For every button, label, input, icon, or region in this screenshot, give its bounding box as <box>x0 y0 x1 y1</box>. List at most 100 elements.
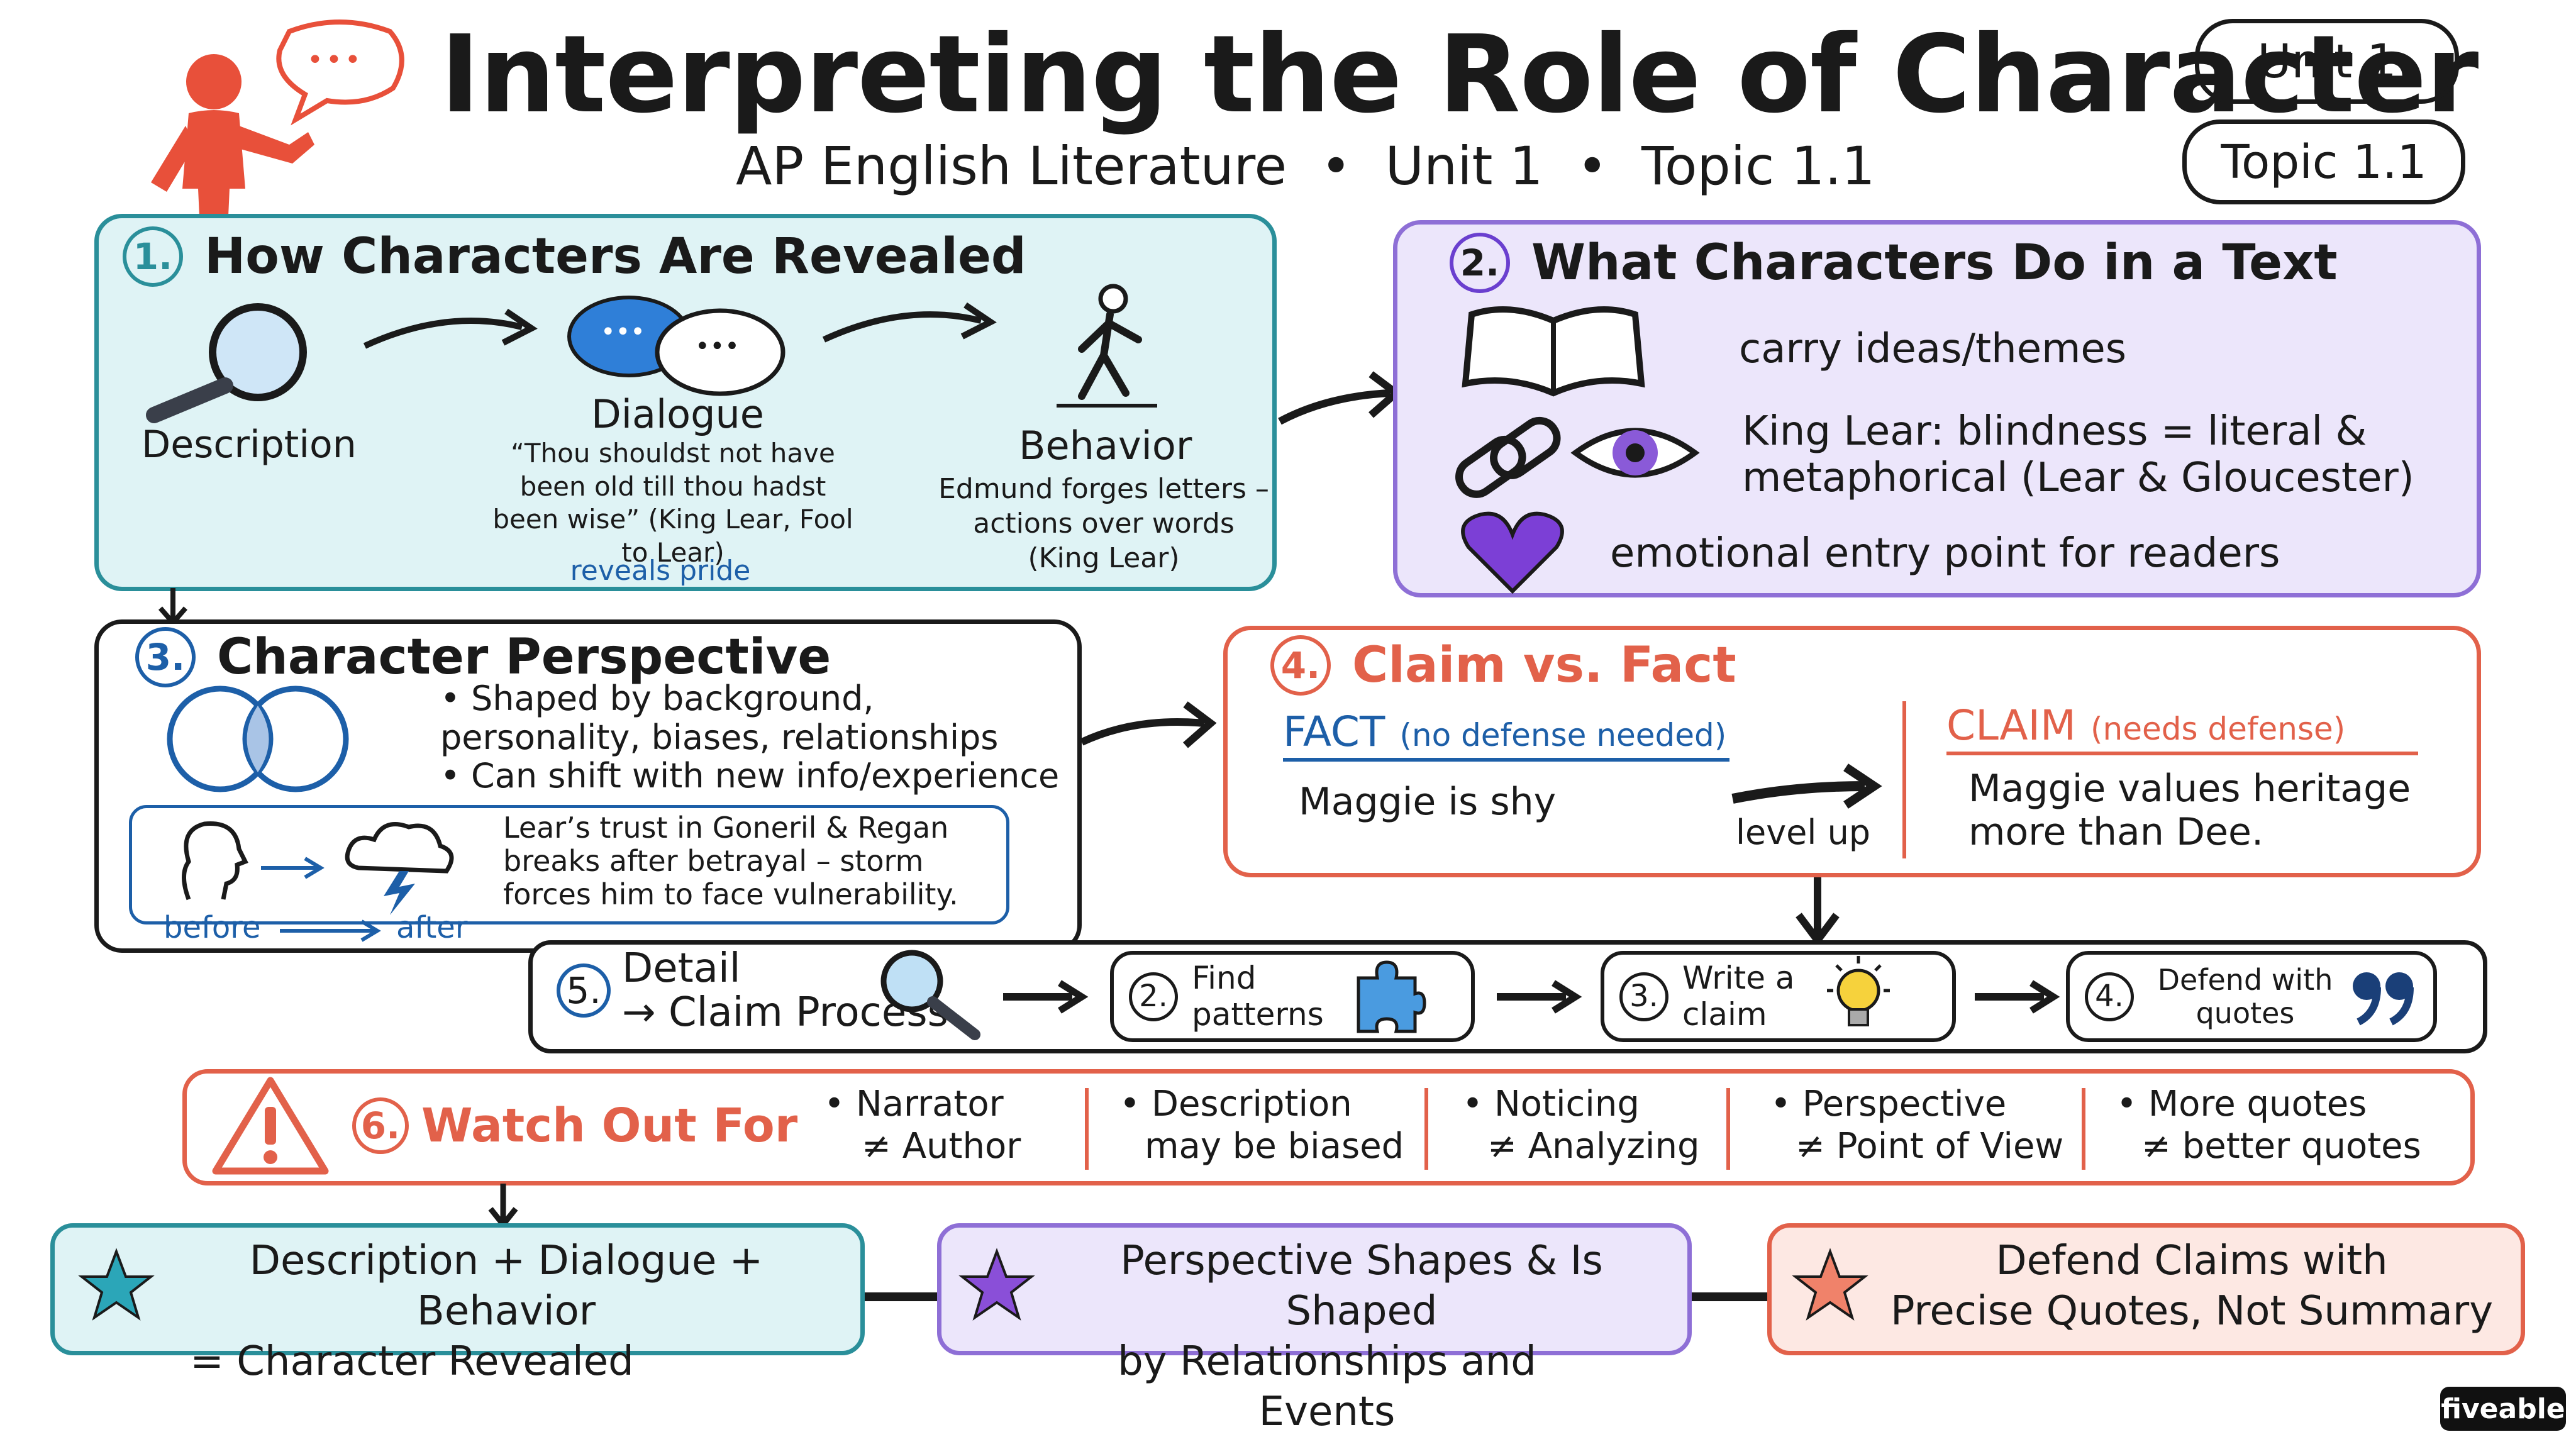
summary-connector <box>862 1292 943 1301</box>
fact-example: Maggie is shy <box>1299 780 1557 824</box>
fact-label: FACT <box>1283 708 1385 756</box>
step-find-patterns: 2. Find patterns <box>1110 951 1475 1042</box>
dialogue-quote: “Thou shouldst not have been old till th… <box>492 438 853 568</box>
claim-heading: CLAIM (needs defense) <box>1946 701 2345 750</box>
dialogue-bubbles-icon <box>567 296 786 396</box>
summary-3-line2: Precise Quotes, Not Summary <box>1890 1288 2494 1335</box>
connector-arrow <box>1278 371 1402 425</box>
eye-icon <box>1570 428 1700 478</box>
step-arrow-icon <box>1975 980 2060 1014</box>
perspective-example-box <box>129 805 1009 924</box>
topic-badge: Topic 1.1 <box>2182 119 2465 204</box>
warning-5-line1: • More quotes <box>2116 1084 2367 1124</box>
puzzle-piece-icon <box>1357 960 1426 1033</box>
summary-box-perspective <box>937 1223 1692 1355</box>
star-icon <box>958 1248 1035 1321</box>
fact-heading: FACT (no defense needed) <box>1283 708 1726 756</box>
dialogue-note: reveals pride <box>570 555 751 587</box>
summary-box-claims <box>1767 1223 2525 1355</box>
warning-triangle-icon <box>212 1077 329 1175</box>
claim-example: Maggie values heritage more than Dee. <box>1968 767 2411 854</box>
warning-1-line2: ≠ Author <box>862 1126 1021 1167</box>
level-up-label: level up <box>1736 813 1871 852</box>
heart-icon <box>1461 511 1564 594</box>
section-2-title: What Characters Do in a Text <box>1531 235 2338 291</box>
unit-badge: Unit 1 <box>2195 19 2459 104</box>
summary-2-line2: by Relationships and Events <box>1118 1338 1536 1435</box>
section-4-header: 4. Claim vs. Fact <box>1270 635 1736 696</box>
step-2-number: 2. <box>1129 972 1178 1021</box>
step-4-number: 4. <box>2085 972 2134 1021</box>
speech-bubble-icon <box>276 19 404 126</box>
warning-3-line1: • Noticing <box>1462 1084 1640 1124</box>
fact-note: (no defense needed) <box>1399 717 1727 753</box>
warning-1-line1: • Narrator <box>824 1084 1004 1124</box>
claim-label: CLAIM <box>1946 701 2076 750</box>
arrow-icon <box>261 857 325 879</box>
magnifier-icon <box>880 950 980 1040</box>
claim-note: (needs defense) <box>2090 711 2346 747</box>
fiveable-logo: fiveable <box>2440 1387 2566 1431</box>
section-6-header: 6. Watch Out For <box>352 1097 797 1154</box>
lightbulb-icon <box>1827 955 1890 1026</box>
section-1-header: 1. How Characters Are Revealed <box>123 226 1026 287</box>
description-label: Description <box>142 423 357 467</box>
step-arrow-icon <box>1497 980 1582 1014</box>
warning-2-line1: • Description <box>1119 1084 1352 1124</box>
step-3-label: Write a claim <box>1682 960 1795 1033</box>
warning-2-line2: may be biased <box>1145 1126 1404 1167</box>
warning-4-line2: ≠ Point of View <box>1796 1126 2064 1167</box>
level-up-arrow <box>1731 763 1882 809</box>
step-arrow-icon <box>1003 980 1089 1014</box>
summary-2-line1: Perspective Shapes & Is Shaped <box>1120 1238 1603 1335</box>
section-4-title: Claim vs. Fact <box>1352 637 1736 694</box>
warning-divider <box>1424 1088 1428 1170</box>
summary-character-text: Description + Dialogue + Behavior = Char… <box>160 1236 852 1387</box>
arrow-icon <box>363 308 538 349</box>
bullet-2-text: Can shift with new info/experience <box>471 756 1060 796</box>
connector-arrow <box>1080 701 1217 748</box>
walking-figure-icon <box>1057 284 1157 408</box>
dialogue-label: Dialogue <box>591 391 764 437</box>
section-3-title: Character Perspective <box>217 629 831 686</box>
section-2-panel <box>1393 220 2481 597</box>
warning-5-line2: ≠ better quotes <box>2141 1126 2421 1167</box>
arrow-icon <box>280 919 381 942</box>
role-ideas-text: carry ideas/themes <box>1739 326 2127 372</box>
speech-bubble-dots: ••• <box>307 44 364 76</box>
warning-divider <box>2082 1088 2085 1170</box>
open-book-icon <box>1462 306 1645 397</box>
step-write-claim: 3. Write a claim <box>1601 951 1956 1042</box>
summary-1-line2: = Character Revealed <box>190 1338 634 1385</box>
chain-link-icon <box>1455 416 1561 498</box>
summary-box-character <box>50 1223 865 1355</box>
section-6-panel <box>182 1069 2475 1185</box>
section-5-number: 5. <box>557 963 611 1018</box>
emotional-entry-text: emotional entry point for readers <box>1610 530 2280 577</box>
section-5-title-line1: Detail <box>622 945 741 992</box>
king-lear-example: King Lear: blindness = literal & metapho… <box>1742 408 2414 501</box>
step-3-number: 3. <box>1619 972 1668 1021</box>
warning-perspective: • Perspective ≠ Point of View <box>1770 1083 2063 1167</box>
star-icon <box>1792 1248 1868 1321</box>
claim-underline <box>1946 752 2418 755</box>
summary-3-line1: Defend Claims with <box>1996 1238 2388 1284</box>
section-1-number: 1. <box>123 226 183 287</box>
summary-perspective-text: Perspective Shapes & Is Shaped by Relati… <box>1044 1236 1679 1437</box>
step-4-label: Defend with quotes <box>2157 962 2333 1030</box>
quote-marks-icon <box>2353 972 2414 1025</box>
perspective-bullet-1: • Shaped by background, personality, bia… <box>440 679 999 758</box>
blue-bubble-dots: ••• <box>601 318 645 347</box>
bullet-1-text: Shaped by background, personality, biase… <box>440 679 999 758</box>
step-2-label: Find patterns <box>1192 960 1324 1033</box>
section-3-header: 3. Character Perspective <box>135 627 831 687</box>
after-label: after <box>396 910 468 945</box>
white-bubble-dots: ••• <box>695 332 740 361</box>
section-2-header: 2. What Characters Do in a Text <box>1450 233 2338 293</box>
perspective-bullet-2: • Can shift with new info/experience <box>440 756 1060 796</box>
storm-cloud-icon <box>345 822 454 915</box>
warning-more-quotes: • More quotes ≠ better quotes <box>2116 1083 2421 1167</box>
warning-narrator: • Narrator ≠ Author <box>824 1083 1021 1167</box>
summary-claims-text: Defend Claims with Precise Quotes, Not S… <box>1871 1236 2512 1336</box>
head-profile-icon <box>182 821 248 901</box>
